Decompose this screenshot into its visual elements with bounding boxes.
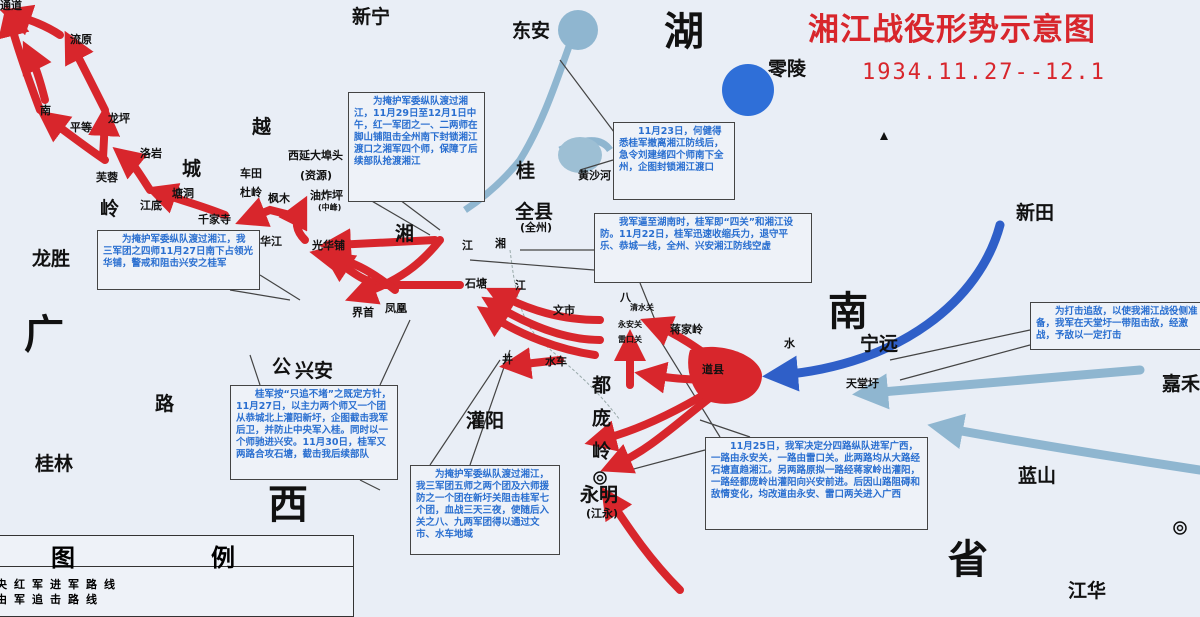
- place-label: 界首: [352, 306, 374, 319]
- place-label: 灌阳: [466, 410, 505, 432]
- place-label: 兴安: [295, 360, 334, 382]
- annotation-box: 为掩护军委纵队渡过湘江，我三军团五师之两个团及六师援防之一个团在新圩关阻击桂军七…: [410, 465, 560, 555]
- place-label: 文市: [553, 304, 575, 317]
- place-label: (中峰): [318, 203, 342, 212]
- place-label: 桂林: [35, 453, 74, 475]
- place-label: 八: [620, 291, 631, 304]
- place-label: (全州): [520, 221, 553, 234]
- river-label: 江: [462, 239, 473, 252]
- place-label: 龙胜: [32, 248, 71, 270]
- river-label: 江: [515, 279, 526, 292]
- region-label: 省: [948, 537, 988, 583]
- legend-item-enemy: 由军追击路线: [0, 593, 104, 606]
- place-label: (资源): [300, 169, 333, 182]
- map-date-range: 1934.11.27--12.1: [862, 60, 1106, 85]
- place-label: 宁远: [860, 333, 899, 355]
- annotation-box: 为掩护军委纵队渡过湘江，我三军团之四师11月27日南下占领光华铺，警戒和阻击兴安…: [97, 230, 260, 290]
- region-label: 公: [272, 356, 292, 378]
- legend-header: 图 例: [0, 536, 353, 572]
- legend-title-2: 例: [211, 544, 235, 572]
- mountain-icon: [880, 132, 888, 140]
- dongan-lake: [558, 10, 598, 50]
- place-label: 龙坪: [108, 112, 130, 125]
- place-label: 道县: [702, 363, 724, 376]
- annotation-box: 桂军按“只追不堵”之既定方针，11月27日，以主力两个师又一个团从恭城北上灌阳新…: [230, 385, 398, 480]
- place-label: (江永): [586, 507, 619, 520]
- region-label: 广: [24, 312, 64, 358]
- place-label: 水: [784, 337, 795, 350]
- map-legend: 图 例 央红军进军路线 由军追击路线: [0, 535, 354, 617]
- place-label: 新宁: [352, 6, 391, 28]
- place-label: 光华铺: [312, 239, 345, 252]
- region-label: 湖: [664, 9, 704, 55]
- map-title: 湘江战役形势示意图: [808, 12, 1096, 48]
- place-label: 蒋家岭: [670, 323, 703, 336]
- annotation-box: 11月25日，我军决定分四路纵队进军广西，一路由永安关，一路由雷口关。此两路均从…: [705, 437, 928, 530]
- place-label: 水车: [545, 355, 567, 368]
- place-label: 车田: [240, 167, 262, 180]
- annotation-box: 11月23日，何健得悉桂军撤离湘江防线后，急令刘建绪四个师南下全州，企图封锁湘江…: [613, 122, 735, 200]
- place-label: 杜岭: [240, 186, 262, 199]
- place-label: 永明: [580, 484, 619, 506]
- place-label: 洛岩: [140, 147, 162, 160]
- place-label: 零陵: [768, 58, 807, 80]
- place-label: 西延大埠头: [288, 149, 343, 162]
- daoxian-blob: [688, 346, 762, 404]
- place-label: 蓝山: [1018, 465, 1057, 487]
- annotation-box: 为打击追敌，以使我湘江战役侧准备，我军在天堂圩一带阻击敌，经激战，予敌以一定打击: [1030, 302, 1200, 350]
- place-label: 流原: [70, 33, 92, 46]
- region-label: 南: [828, 289, 868, 335]
- lingling-marker: [722, 64, 774, 116]
- place-label: 通道: [0, 0, 22, 12]
- pass-label: 永安关: [618, 320, 642, 329]
- region-label: 岭: [100, 198, 120, 220]
- place-label: 江底: [140, 199, 162, 212]
- enemy-routes: [762, 220, 1200, 475]
- pass-label: 雷口关: [618, 335, 642, 344]
- place-label: 嘉禾: [1162, 373, 1200, 395]
- place-label: 江华: [1068, 580, 1107, 602]
- region-label: 城: [182, 158, 202, 180]
- river: [463, 28, 613, 213]
- place-label: 新田: [1016, 202, 1055, 224]
- region-label: 路: [155, 393, 175, 415]
- quanzhou-lake: [558, 137, 602, 173]
- annotation-box: 为掩护军委纵队渡过湘江，11月29日至12月1日中午，红一军团之一、二两师在脚山…: [348, 92, 485, 202]
- place-label: 华江: [260, 235, 282, 248]
- pass-label: 清水关: [630, 303, 654, 312]
- place-label: 全县: [515, 201, 554, 223]
- place-label: 塘洞: [172, 187, 194, 200]
- river-label: 湘: [395, 223, 415, 245]
- place-label: 凤凰: [385, 302, 407, 315]
- region-label: 西: [268, 482, 308, 528]
- place-label: 油炸坪: [310, 189, 343, 202]
- place-label: 芙蓉: [96, 171, 118, 184]
- annotation-box: 我军逼至湖南时，桂军即“四关”和湘江设防。11月22日，桂军迅速收缩兵力，退守平…: [594, 213, 812, 283]
- place-label: 千家寺: [198, 213, 231, 226]
- region-label: 都庞岭: [589, 375, 611, 474]
- place-label: 桂: [516, 160, 536, 182]
- battle-map: [0, 4, 1200, 601]
- place-label: 黄沙河: [578, 169, 611, 182]
- place-label: 石塘: [465, 277, 487, 290]
- place-label: 东安: [512, 20, 551, 42]
- place-label: 南: [40, 104, 51, 117]
- legend-item-red-army: 央红军进军路线: [0, 578, 122, 591]
- region-label: 越: [252, 116, 272, 138]
- place-label: 平等: [70, 121, 92, 134]
- place-label: 枫木: [268, 192, 290, 205]
- river-label: 湘: [495, 237, 506, 250]
- legend-title-1: 图: [51, 544, 75, 572]
- town-markers: [593, 471, 1187, 535]
- place-label: 天堂圩: [846, 377, 879, 390]
- place-label: 井: [502, 353, 513, 366]
